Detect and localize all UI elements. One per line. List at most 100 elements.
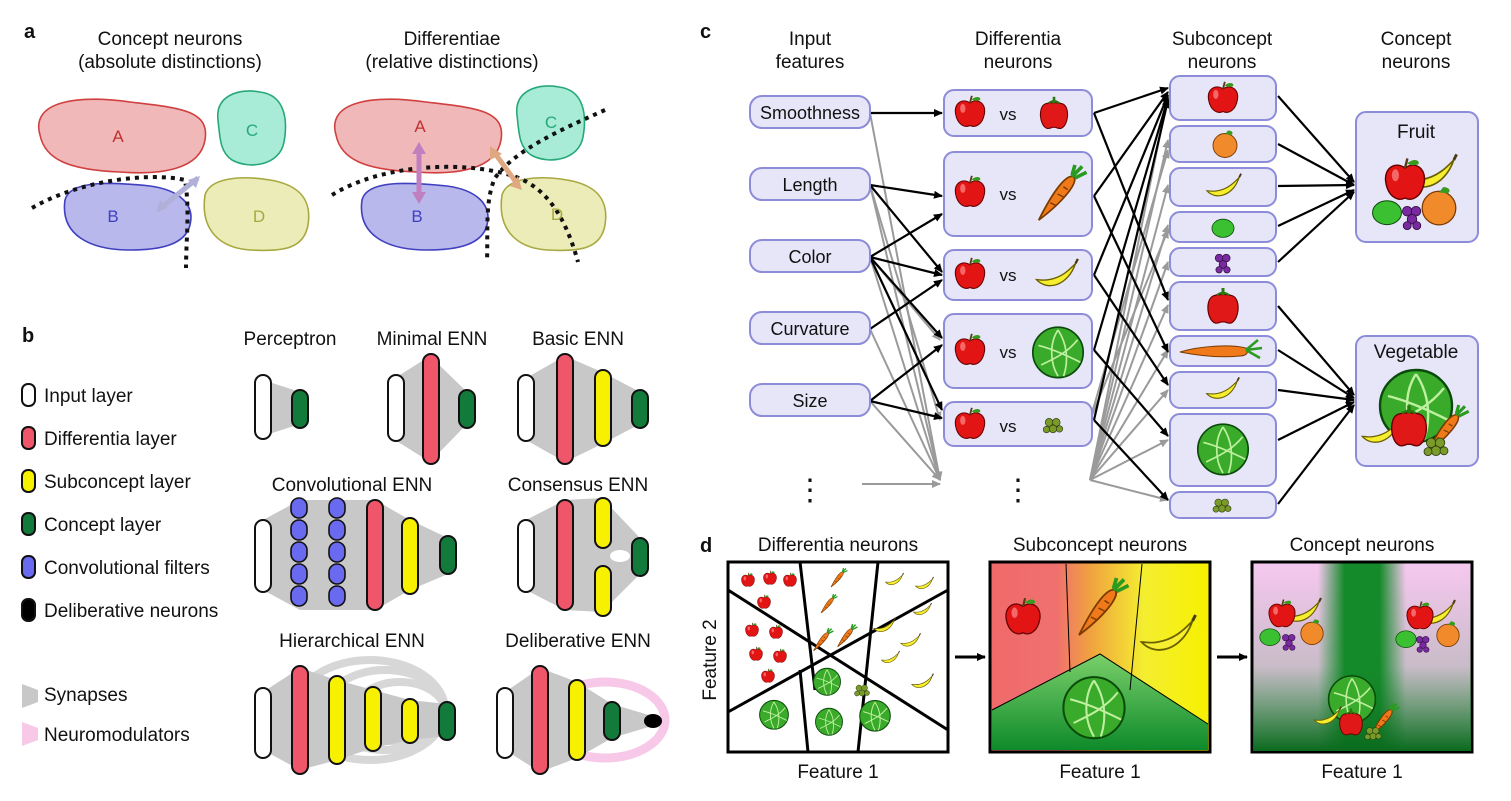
legend-input: Input layer	[44, 386, 133, 407]
net-title-minimal-enn: Minimal ENN	[377, 329, 488, 350]
input-node-curvature	[749, 311, 871, 345]
panel-a-left-title-1: Concept neurons	[98, 29, 243, 50]
concept-label-vegetable: Vegetable	[1374, 342, 1459, 363]
deliberative-enn-net: Deliberative ENN	[496, 631, 670, 775]
region-a-label: A	[414, 117, 426, 136]
legend-concept: Concept layer	[44, 515, 162, 536]
panel-b: b Input layer Differentia layer Subconce…	[21, 325, 670, 775]
d-title-subconcept: Subconcept neurons	[1013, 535, 1187, 556]
vs-text: vs	[1000, 266, 1017, 285]
header-concept-2: neurons	[1382, 52, 1451, 73]
differentia-nodes: vs vs vs vs vs ⋮	[943, 89, 1093, 507]
panel-a: a Concept neurons (absolute distinctions…	[24, 21, 607, 269]
header-differentia-1: Differentia	[975, 29, 1062, 50]
region-a	[333, 98, 503, 174]
net-title-convolutional-enn: Convolutional ENN	[272, 475, 433, 496]
convolutional-enn-net: Convolutional ENN	[254, 475, 457, 611]
legend-differentia: Differentia layer	[44, 429, 177, 450]
legend-swatch-conv	[21, 555, 36, 579]
region-b-label: B	[107, 207, 118, 226]
legend-neuromodulator: Neuromodulators	[44, 725, 190, 746]
subconcept-space	[988, 560, 1212, 754]
hierarchical-enn-net: Hierarchical ENN	[254, 631, 456, 775]
panel-a-label: a	[24, 21, 36, 43]
input-label-length: Length	[782, 175, 837, 195]
legend-swatch-input	[21, 383, 36, 407]
minimal-enn-net: Minimal ENN	[377, 329, 488, 465]
header-subconcept-1: Subconcept	[1172, 29, 1273, 50]
input-ellipsis: ⋮	[795, 474, 825, 507]
input-node-length	[749, 167, 871, 201]
legend: Input layer Differentia layer Subconcept…	[21, 383, 218, 746]
region-d-label: D	[253, 207, 265, 226]
region-d	[500, 177, 607, 252]
region-d	[203, 177, 310, 252]
region-d-label: D	[551, 205, 563, 224]
sub-node-banana	[1169, 167, 1277, 207]
legend-deliberative: Deliberative neurons	[44, 601, 218, 622]
legend-swatch-differentia	[21, 426, 36, 450]
region-b	[63, 182, 192, 251]
net-title-basic-enn: Basic ENN	[532, 329, 624, 350]
region-c	[217, 90, 287, 166]
header-differentia-2: neurons	[984, 52, 1053, 73]
legend-swatch-synapse	[22, 684, 38, 708]
input-node-smoothness	[749, 95, 871, 129]
concept-label-fruit: Fruit	[1397, 122, 1436, 143]
legend-conv: Convolutional filters	[44, 558, 210, 579]
panel-d: d Differentia neurons Subconcept neurons…	[700, 535, 1474, 783]
panel-b-label: b	[22, 325, 34, 347]
input-node-size	[749, 383, 871, 417]
header-concept-1: Concept	[1381, 29, 1452, 50]
vs-text: vs	[1000, 343, 1017, 362]
region-a-label: A	[112, 127, 124, 146]
region-b-label: B	[411, 207, 422, 226]
legend-swatch-subconcept	[21, 469, 36, 493]
black-connections	[869, 86, 1355, 505]
sub-node-banana-2	[1169, 371, 1277, 409]
input-label-curvature: Curvature	[770, 319, 849, 339]
input-node-color	[749, 239, 871, 273]
region-c	[516, 85, 586, 161]
region-a	[37, 98, 207, 174]
region-c-label: C	[545, 113, 557, 132]
input-nodes: Smoothness Length Color Curvature Size ⋮	[749, 95, 871, 507]
net-title-perceptron: Perceptron	[244, 329, 337, 350]
basic-enn-net: Basic ENN	[517, 329, 649, 465]
d-title-concept: Concept neurons	[1290, 535, 1435, 556]
relative-distinctions-diagram: A B C D	[330, 85, 607, 263]
d-ylabel: Feature 2	[700, 619, 721, 700]
header-input-1: Input	[789, 29, 832, 50]
differentia-ellipsis: ⋮	[1003, 474, 1033, 507]
legend-subconcept: Subconcept layer	[44, 472, 191, 493]
input-label-size: Size	[792, 391, 827, 411]
vs-text: vs	[1000, 417, 1017, 436]
vs-text: vs	[1000, 185, 1017, 204]
d-xlabel-2: Feature 1	[1059, 762, 1140, 783]
d-xlabel-3: Feature 1	[1321, 762, 1402, 783]
panel-c: c Input features Differentia neurons Sub…	[700, 21, 1479, 519]
header-subconcept-2: neurons	[1188, 52, 1257, 73]
net-title-consensus-enn: Consensus ENN	[508, 475, 648, 496]
d-title-differentia: Differentia neurons	[758, 535, 918, 556]
d-xlabel-1: Feature 1	[797, 762, 878, 783]
region-c-label: C	[246, 121, 258, 140]
legend-swatch-deliberative	[21, 598, 36, 622]
vs-text: vs	[1000, 105, 1017, 124]
subconcept-nodes	[1169, 75, 1277, 519]
panel-a-right-title-2: (relative distinctions)	[365, 52, 538, 73]
net-title-hierarchical-enn: Hierarchical ENN	[279, 631, 425, 652]
panel-d-label: d	[700, 535, 712, 557]
net-title-deliberative-enn: Deliberative ENN	[505, 631, 651, 652]
panel-a-left-title-2: (absolute distinctions)	[78, 52, 262, 73]
header-input-2: features	[776, 52, 845, 73]
concept-space	[1250, 560, 1474, 754]
differentia-space	[726, 560, 950, 754]
diff-node-apple-carrot	[943, 151, 1093, 237]
boundary-b	[30, 175, 190, 269]
input-label-smoothness: Smoothness	[760, 103, 860, 123]
distinction-arrow-ad	[491, 150, 521, 187]
input-label-color: Color	[788, 247, 831, 267]
perceptron-net: Perceptron	[244, 329, 337, 440]
